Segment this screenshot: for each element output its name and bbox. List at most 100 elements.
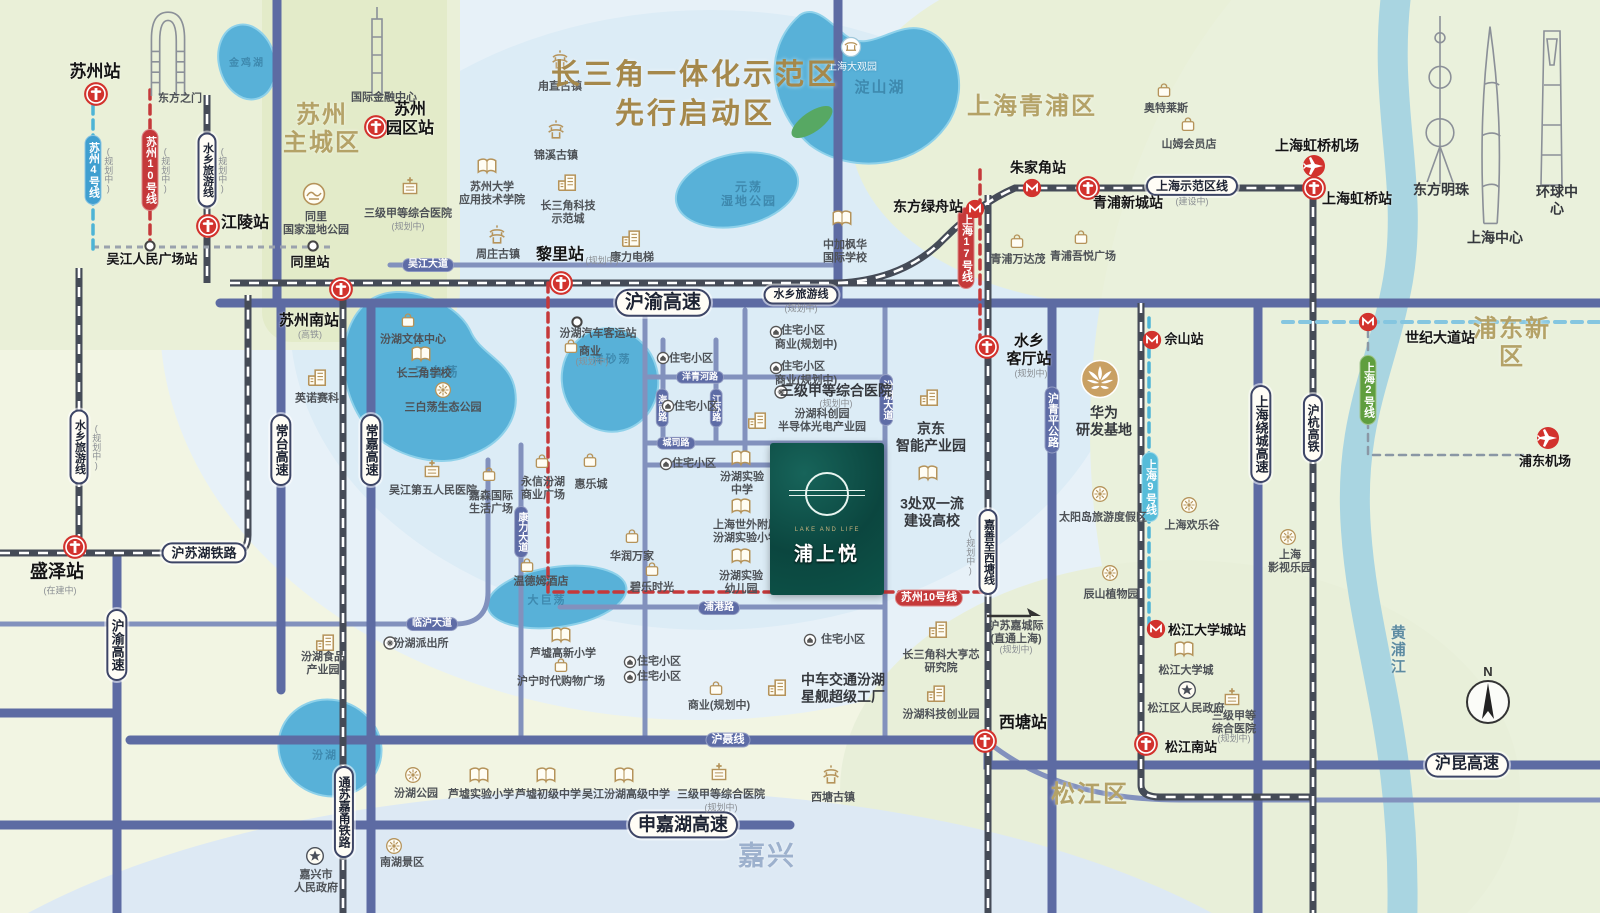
bag-icon (707, 679, 725, 697)
poi-label: 三级甲等综合医院 (780, 382, 892, 399)
bag-icon (643, 560, 661, 578)
road-name-pill: 水乡旅游线 (69, 409, 89, 485)
poi-label: 华为 研发基地 (1076, 404, 1132, 437)
station-rail-icon (1133, 731, 1159, 757)
poi-status-label: (规划中) (575, 356, 609, 367)
poi-label: 三级甲等 综合医院 (1212, 710, 1256, 735)
station-name: 松江大学城站 (1167, 622, 1247, 638)
poi-label: 青浦万达茂 (990, 253, 1046, 266)
poi-label: 住宅小区 (781, 360, 825, 373)
poi-label: 沪宁时代购物广场 (517, 675, 605, 688)
poi-label: 英诺赛科 (295, 392, 339, 405)
book-icon (536, 766, 557, 784)
station-rail-icon (62, 534, 88, 560)
poi-status-label: (规划中) (999, 644, 1033, 655)
bag-icon (480, 465, 498, 483)
pagoda-icon (549, 49, 571, 71)
region-label: 松江区 (1051, 780, 1129, 808)
station-name: 吴江人民广场站 (106, 251, 198, 267)
home-icon (623, 655, 637, 669)
star-icon (1178, 681, 1197, 700)
poi-label: 住宅小区 (672, 457, 716, 470)
road-name-pill: 沪杭高铁 (1302, 394, 1324, 462)
compass-north-label: N (1483, 664, 1493, 679)
poi-label: 住宅小区 (781, 324, 825, 337)
station-status-label: (规划中) (1014, 368, 1048, 379)
road-name-pill: 上海示范区线 (1145, 175, 1239, 197)
compass-icon (1466, 680, 1510, 724)
station-stop-icon (307, 240, 319, 252)
bag-icon (533, 452, 551, 470)
road-status-label: (规划中) (965, 528, 976, 576)
book-icon (411, 345, 432, 363)
poi-label: 住宅小区 (821, 633, 865, 646)
station-rail-icon (972, 728, 998, 754)
station-name: 浦东机场 (1518, 453, 1572, 469)
poi-label: 中车交通汾湖 星舰超级工厂 (801, 671, 885, 704)
station-metro-icon (1022, 178, 1042, 198)
street-name-badge: 沪青平公路 (1044, 386, 1060, 454)
poi-label: 三级甲等综合医院 (364, 207, 452, 220)
poi-label: 长三角学校 (396, 367, 452, 380)
poi-label: 芦墟高新小学 (530, 647, 596, 660)
poi-label: 商业(规划中) (774, 374, 838, 387)
bag-icon (552, 656, 570, 674)
building-icon (620, 227, 642, 249)
poi-label: 东方之门 (158, 92, 202, 105)
poi-label: 辰山植物园 (1083, 588, 1139, 601)
bag-icon (562, 337, 580, 355)
project-logo-icon (789, 472, 865, 516)
poi-status-label: (规划中) (819, 398, 853, 409)
poi-label: 上海大观园 (827, 62, 877, 74)
bag-icon (1008, 232, 1026, 250)
project-card: LAKE AND LIFE 浦上悦 (770, 443, 884, 595)
station-plane-icon (1302, 154, 1326, 178)
building-icon (925, 682, 947, 704)
poi-label: 汾湖文体中心 (380, 333, 446, 346)
poi-label: 南湖景区 (380, 856, 424, 869)
station-rail-icon (974, 334, 1000, 360)
road-name-pill: 嘉善至西塘线 (978, 509, 998, 595)
hospital-icon (1222, 687, 1242, 707)
towerthin-icon (368, 7, 386, 97)
street-name-badge: 城司路 (656, 436, 696, 450)
transit-line-badge: 上海9号线 (1141, 452, 1159, 522)
street-name-badge: 江苏路 (709, 388, 723, 428)
flower-icon (1181, 497, 1198, 514)
book-icon (551, 626, 572, 644)
poi-label: 芦墟实验小学 (448, 788, 514, 801)
poi-label: 汾湖派出所 (393, 637, 449, 650)
pagoda-icon (486, 224, 508, 246)
line-status-label: (规划中) (160, 146, 171, 194)
star-icon (306, 847, 325, 866)
road-name-pill: 常嘉高速 (360, 414, 382, 486)
hospital-icon (400, 176, 420, 196)
lake-label: 汾湖 (312, 749, 338, 762)
home-icon (659, 457, 673, 471)
street-name-badge: 洋青河路 (675, 370, 725, 384)
transit-line-badge: 苏州4号线 (84, 135, 102, 205)
flower-icon (1092, 486, 1109, 503)
flower-icon (435, 382, 452, 399)
transit-line-badge: 上海2号线 (1359, 355, 1377, 425)
poi-label: 康力电梯 (610, 251, 654, 264)
station-name: 佘山站 (1164, 331, 1204, 347)
poi-label: 3处双一流 建设高校 (900, 495, 964, 528)
stop-icon (571, 316, 583, 328)
poi-label: 汾湖公园 (394, 787, 438, 800)
street-name-badge: 沪聂线 (705, 732, 751, 748)
poi-label: 上海中心 (1467, 229, 1523, 246)
station-metro-icon (1358, 312, 1378, 332)
road-name-pill: 沪苏湖铁路 (161, 542, 247, 564)
street-name-badge: 康力大道 (514, 506, 528, 558)
flower-icon (386, 838, 403, 855)
poi-label: 周庄古镇 (476, 248, 520, 261)
flower-icon (1102, 565, 1119, 582)
station-name: 苏州南站 (278, 312, 340, 330)
poi-label: 住宅小区 (637, 655, 681, 668)
station-name: 世纪大道站 (1405, 329, 1475, 346)
station-name: 江陵站 (220, 214, 270, 232)
book-icon (731, 449, 752, 467)
